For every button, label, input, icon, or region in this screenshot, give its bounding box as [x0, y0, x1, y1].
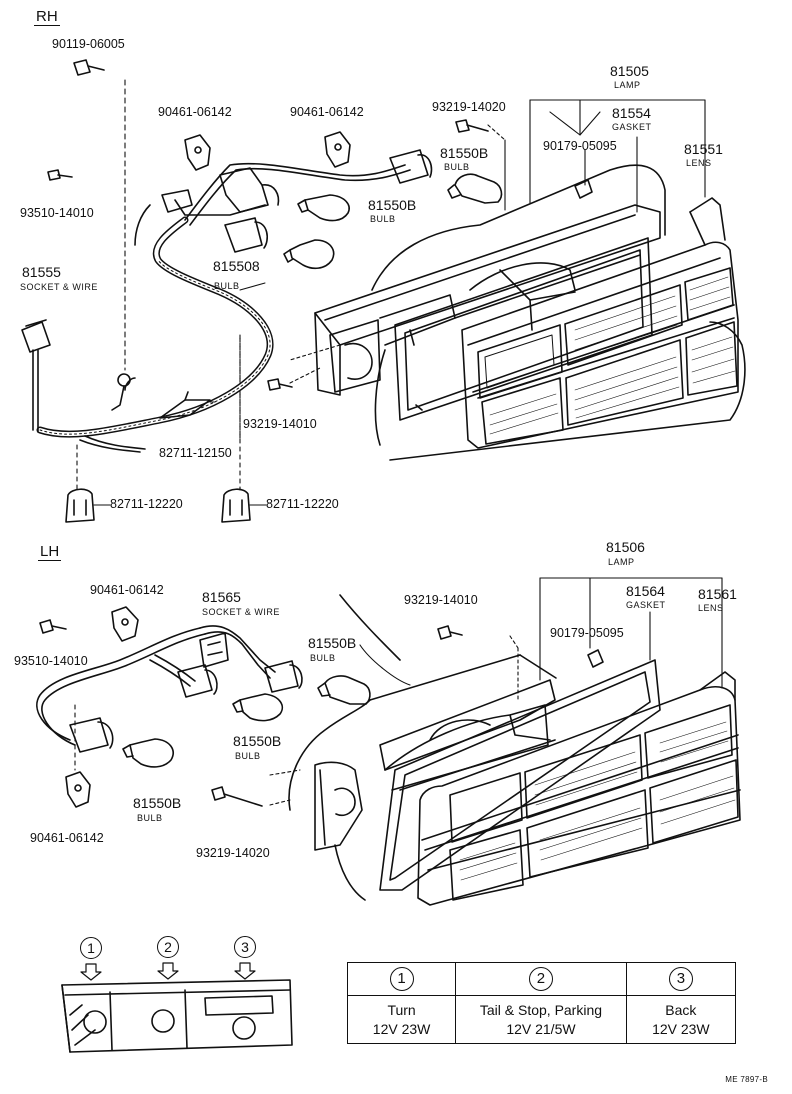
- label-81561: 81561: [698, 586, 737, 602]
- label-815508: 815508: [213, 258, 260, 274]
- legend-col-3-body: Back 12V 23W: [625, 995, 737, 1044]
- label-lh-90461-06142-a: 90461-06142: [90, 583, 164, 597]
- label-81551: 81551: [684, 141, 723, 157]
- rh-lamp-housing: [314, 204, 661, 396]
- label-82711-12150: 82711-12150: [159, 446, 232, 460]
- label-90119-06005: 90119-06005: [52, 37, 125, 51]
- label-lh-93219-14010: 93219-14010: [404, 593, 478, 607]
- lh-screws: [39, 619, 604, 807]
- legend-back-spec: 12V 23W: [652, 1020, 710, 1037]
- lh-body-outline: [288, 594, 521, 901]
- lh-lamp-housing: [314, 654, 557, 851]
- drawing-code: ME 7897-B: [725, 1075, 768, 1084]
- label-lh-90461-06142-b: 90461-06142: [30, 831, 104, 845]
- rh-body-outline: [371, 164, 746, 461]
- legend-turn: Turn: [387, 1001, 416, 1018]
- label-81506-sub: LAMP: [608, 557, 635, 567]
- label-82711-12220-b: 82711-12220: [266, 497, 339, 511]
- legend-circle-2: 2: [528, 967, 553, 991]
- lh-leader-lines: [74, 577, 723, 806]
- label-81550b-b: 81550B: [368, 197, 417, 213]
- rh-wire-harness: [21, 162, 411, 453]
- legend-body-row: Turn 12V 23W Tail & Stop, Parking 12V 21/5…: [346, 995, 737, 1044]
- label-lh-81550b-a: 81550B: [308, 635, 357, 651]
- label-81555: 81555: [22, 264, 61, 280]
- label-81554: 81554: [612, 105, 651, 121]
- legend-back: Back: [665, 1001, 697, 1018]
- label-90461-06142-a: 90461-06142: [158, 105, 232, 119]
- lh-sockets: [69, 632, 303, 753]
- rh-lens-pattern: [489, 276, 736, 435]
- label-90179-05095: 90179-05095: [543, 139, 617, 153]
- label-lh-90179-05095: 90179-05095: [550, 626, 624, 640]
- lh-wire-harness: [36, 625, 276, 746]
- rh-sockets: [161, 149, 433, 253]
- rh-bracket: [159, 391, 211, 419]
- legend-header-row: 1 2 3: [346, 962, 737, 996]
- key-circle-3: 3: [234, 936, 256, 958]
- label-81555-sub: SOCKET & WIRE: [20, 282, 98, 292]
- lh-lens: [417, 671, 741, 906]
- label-81564-sub: GASKET: [626, 600, 666, 610]
- lh-gasket: [379, 659, 661, 891]
- key-circle-2: 2: [157, 936, 179, 958]
- label-81565: 81565: [202, 589, 241, 605]
- label-81565-sub: SOCKET & WIRE: [202, 607, 280, 617]
- legend-turn-spec: 12V 23W: [372, 1020, 431, 1037]
- label-90461-06142-b: 90461-06142: [290, 105, 364, 119]
- legend-col-2-head: 2: [455, 962, 627, 996]
- label-81505-sub: LAMP: [614, 80, 641, 90]
- rh-grommets: [65, 488, 251, 523]
- legend-col-3-head: 3: [625, 962, 737, 996]
- legend-tail-stop-spec: 12V 21/5W: [506, 1020, 576, 1037]
- label-93510-14010: 93510-14010: [20, 206, 94, 220]
- lh-lens-pattern: [459, 721, 736, 881]
- rh-screws: [47, 59, 593, 391]
- label-lh-81550b-c-sub: BULB: [137, 813, 163, 823]
- label-lh-81550b-b-sub: BULB: [235, 751, 261, 761]
- legend-tail-stop: Tail & Stop, Parking: [479, 1001, 603, 1018]
- label-81505: 81505: [610, 63, 649, 79]
- section-rh-label: RH: [34, 8, 60, 26]
- label-81564: 81564: [626, 583, 665, 599]
- lh-clamps: [65, 606, 139, 808]
- label-lh-81550b-a-sub: BULB: [310, 653, 336, 663]
- label-815508-sub: BULB: [214, 281, 240, 291]
- legend-col-1-body: Turn 12V 23W: [346, 995, 457, 1044]
- label-81561-sub: LENS: [698, 603, 724, 613]
- section-lh-label: LH: [38, 543, 62, 561]
- label-lh-81550b-c: 81550B: [133, 795, 182, 811]
- lh-bulbs: [122, 675, 371, 768]
- legend-circle-1: 1: [389, 967, 414, 991]
- label-81550b-a-sub: BULB: [444, 162, 470, 172]
- rh-lens: [461, 197, 739, 449]
- legend-circle-3: 3: [668, 967, 693, 991]
- label-81551-sub: LENS: [686, 158, 712, 168]
- label-lh-81550b-b: 81550B: [233, 733, 282, 749]
- key-circle-1: 1: [80, 937, 102, 959]
- label-81506: 81506: [606, 539, 645, 555]
- label-81550b-a: 81550B: [440, 145, 489, 161]
- legend-col-1-head: 1: [346, 962, 457, 996]
- label-81550b-b-sub: BULB: [370, 214, 396, 224]
- rh-bulbs: [283, 173, 503, 270]
- label-81554-sub: GASKET: [612, 122, 652, 132]
- label-82711-12220-a: 82711-12220: [110, 497, 183, 511]
- key-lamp-drawing: [61, 962, 293, 1053]
- rh-clamps: [184, 131, 351, 171]
- label-lh-93219-14020: 93219-14020: [196, 846, 270, 860]
- label-93219-14020: 93219-14020: [432, 100, 506, 114]
- label-lh-93510-14010: 93510-14010: [14, 654, 88, 668]
- label-93219-14010: 93219-14010: [243, 417, 317, 431]
- rh-label-ticks: [93, 282, 267, 506]
- rh-leader-lines: [76, 79, 706, 491]
- legend-col-2-body: Tail & Stop, Parking 12V 21/5W: [455, 995, 627, 1044]
